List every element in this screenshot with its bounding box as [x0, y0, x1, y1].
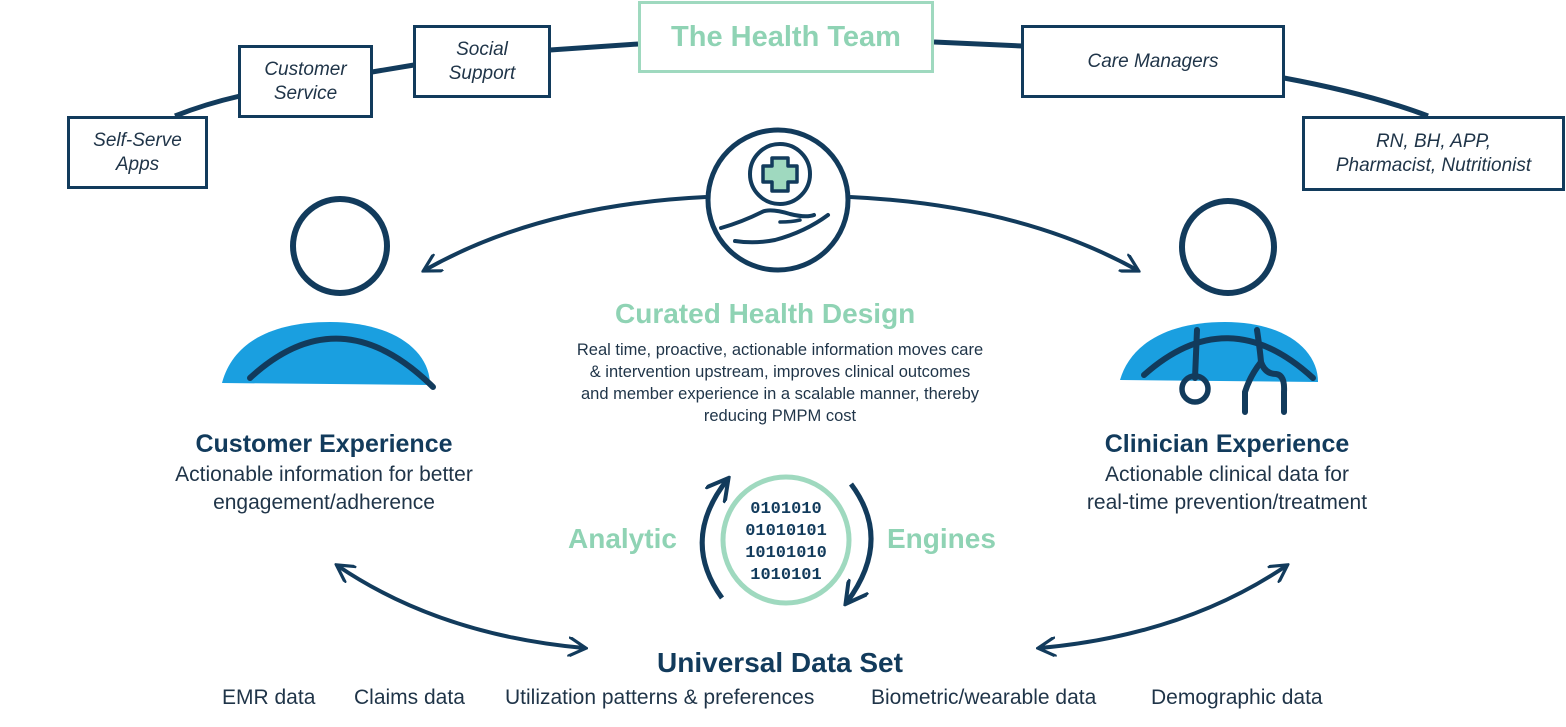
curated-health-title: Curated Health Design — [615, 298, 916, 329]
care-hand-icon — [705, 127, 851, 273]
desc-line: and member experience in a scalable mann… — [580, 385, 980, 403]
binary-line-1: 0101010 — [750, 500, 821, 519]
arrow-to-clinician — [849, 195, 1137, 270]
clinician-roles-box: RN, BH, APP,Pharmacist, Nutritionist — [1302, 116, 1565, 191]
data-item-biometric: Biometric/wearable data — [871, 686, 1097, 709]
arrow-customer-data — [338, 566, 584, 648]
customer-person-icon — [222, 196, 436, 390]
data-item-emr: EMR data — [222, 686, 316, 709]
box-line: RN, BH, APP, — [1375, 130, 1492, 152]
analytic-label: Analytic — [568, 523, 677, 554]
clinician-person-icon — [1120, 198, 1318, 415]
desc-line: Real time, proactive, actionable informa… — [576, 341, 984, 359]
binary-line-4: 1010101 — [750, 566, 821, 585]
sub-line: Actionable clinical data for — [1105, 463, 1349, 486]
box-line: Apps — [115, 153, 160, 175]
box-line: Service — [273, 82, 338, 104]
data-item-utilization: Utilization patterns & preferences — [505, 686, 815, 709]
health-team-title: The Health Team — [638, 1, 934, 73]
box-line: Social — [456, 38, 508, 60]
care-managers-box: Care Managers — [1021, 25, 1285, 98]
box-line: Support — [448, 62, 516, 84]
curated-health-description: Real time, proactive, actionable informa… — [530, 339, 1030, 427]
sub-line: Actionable information for better — [175, 463, 473, 486]
box-line: Self-Serve — [93, 129, 182, 151]
team-connector-arc — [174, 39, 1429, 119]
desc-line: reducing PMPM cost — [703, 407, 857, 425]
sub-line: engagement/adherence — [213, 491, 435, 514]
customer-experience-title: Customer Experience — [195, 430, 453, 458]
stethoscope-icon — [1192, 327, 1200, 381]
engines-label: Engines — [887, 523, 996, 554]
clinician-experience-title: Clinician Experience — [1104, 430, 1350, 458]
box-line: Customer — [264, 58, 347, 80]
desc-line: & intervention upstream, improves clinic… — [589, 363, 971, 381]
universal-data-set-title: Universal Data Set — [657, 647, 903, 678]
box-line: Pharmacist, Nutritionist — [1335, 154, 1532, 176]
clinician-experience-description: Actionable clinical data for real-time p… — [1032, 461, 1422, 517]
sub-line: real-time prevention/treatment — [1086, 491, 1368, 514]
analytic-engine-icon: 0101010 01010101 10101010 1010101 — [699, 474, 874, 603]
arrow-to-customer — [425, 195, 707, 270]
customer-experience-description: Actionable information for better engage… — [124, 461, 524, 517]
box-line: Care Managers — [1087, 50, 1219, 72]
binary-line-2: 01010101 — [745, 522, 827, 541]
data-item-claims: Claims data — [354, 686, 465, 709]
arrow-clinician-data — [1040, 566, 1286, 648]
data-item-demographic: Demographic data — [1151, 686, 1323, 709]
binary-line-3: 10101010 — [745, 544, 827, 563]
